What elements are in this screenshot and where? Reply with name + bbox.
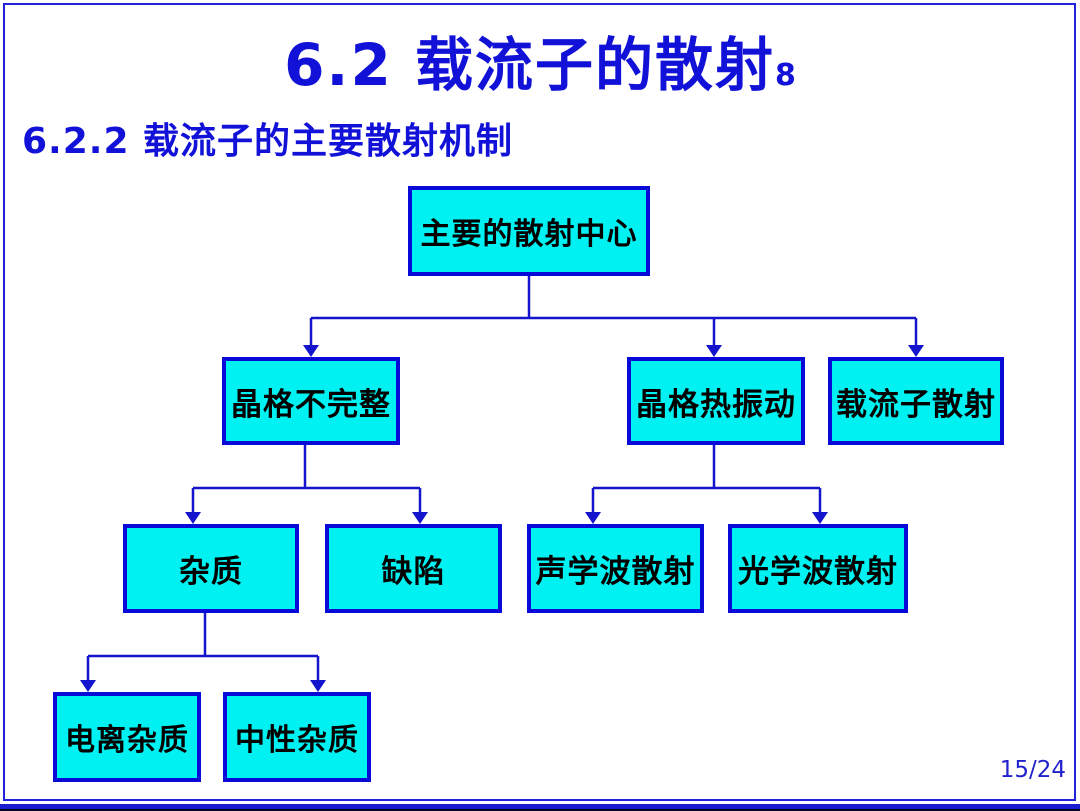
tree-node-impurity: 杂质 bbox=[123, 524, 299, 613]
tree-node-ionized-impurity: 电离杂质 bbox=[53, 692, 201, 782]
section-heading: 6.2.2 载流子的主要散射机制 bbox=[22, 121, 514, 162]
bottom-edge-bar bbox=[0, 804, 1080, 811]
slide-title: 6.2 载流子的散射8 bbox=[0, 18, 1080, 102]
tree-node-defect: 缺陷 bbox=[325, 524, 502, 613]
slide-title-text: 6.2 载流子的散射 bbox=[284, 31, 776, 99]
tree-node-optical-wave-scattering: 光学波散射 bbox=[728, 524, 908, 613]
title-footnote-number: 8 bbox=[775, 58, 796, 93]
tree-node-acoustic-wave-scattering: 声学波散射 bbox=[527, 524, 704, 613]
tree-node-lattice-thermal-vibration: 晶格热振动 bbox=[627, 357, 805, 445]
tree-node-neutral-impurity: 中性杂质 bbox=[223, 692, 371, 782]
tree-node-lattice-imperfection: 晶格不完整 bbox=[222, 357, 400, 445]
page-number: 15/24 bbox=[999, 757, 1066, 783]
tree-node-main-scattering-centers: 主要的散射中心 bbox=[408, 186, 650, 276]
tree-node-carrier-carrier-scattering: 载流子散射 bbox=[828, 357, 1004, 445]
